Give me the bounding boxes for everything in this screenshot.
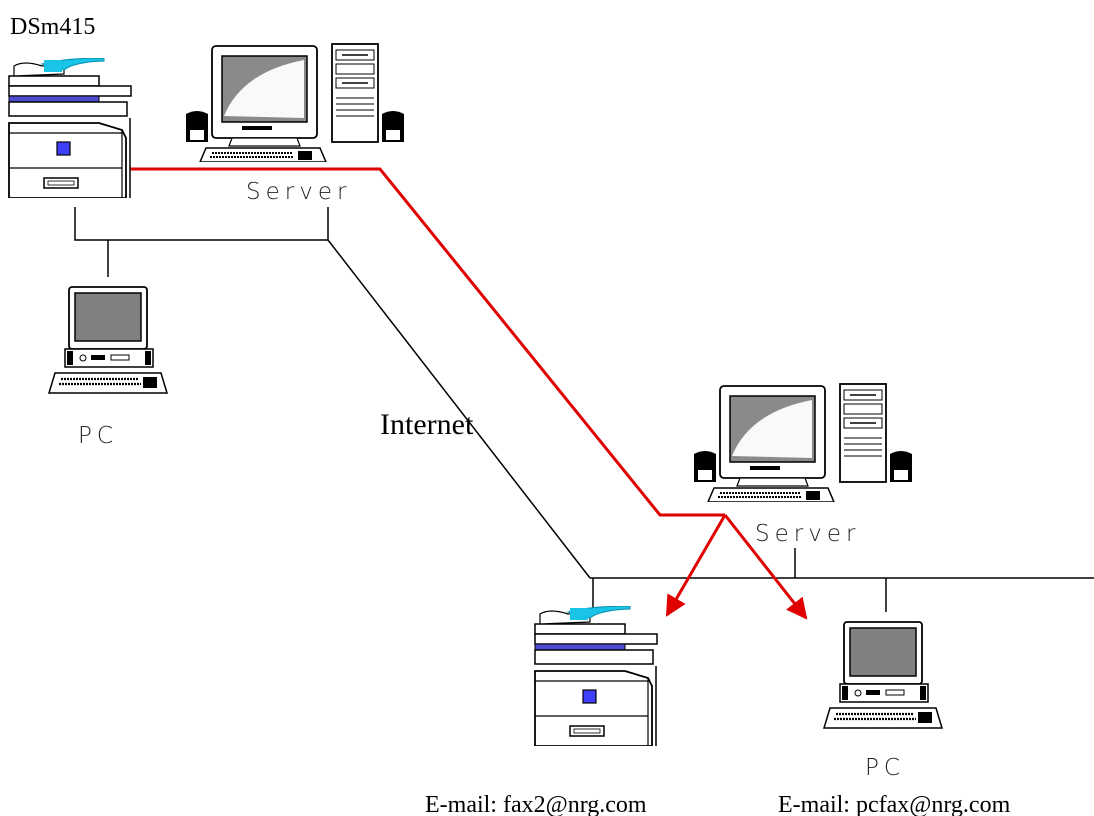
fax-printer-icon	[534, 606, 658, 746]
network-lines	[74, 207, 1094, 612]
server-label-bottom: Server	[755, 521, 860, 547]
fax-route-arrow-to-fax	[665, 514, 727, 617]
email-label-fax: E-mail: fax2@nrg.com	[425, 792, 647, 816]
server-label-top: Server	[246, 179, 351, 205]
fax-printer-icon	[8, 58, 132, 198]
email-label-pc: E-mail: pcfax@nrg.com	[778, 792, 1011, 816]
desktop-pc-icon	[47, 285, 169, 395]
lan-top-bus	[74, 207, 329, 241]
pc-label-bottom: PC	[865, 755, 905, 781]
internet-link	[327, 239, 591, 579]
fax-route	[130, 167, 808, 620]
desktop-pc-icon	[822, 620, 944, 730]
pc-label-top: PC	[78, 423, 118, 449]
fax-route-arrow-to-pc	[723, 514, 808, 620]
server-computer-icon	[693, 383, 913, 502]
internet-label: Internet	[380, 408, 474, 441]
device-label-dsm415: DSm415	[10, 14, 95, 40]
server-computer-icon	[185, 43, 405, 162]
fax-route-path	[130, 167, 725, 517]
